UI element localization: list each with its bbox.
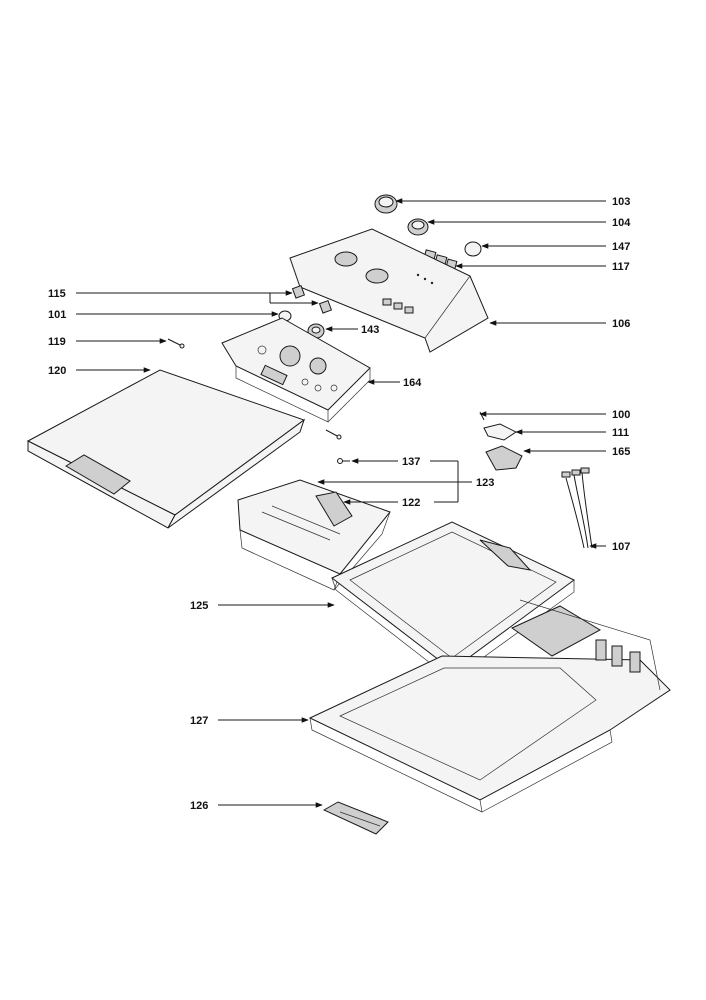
label-165: 165	[612, 446, 630, 458]
label-126: 126	[190, 800, 208, 812]
part-107-wire-harness	[561, 467, 593, 549]
part-119-pin-2	[325, 429, 342, 440]
label-164: 164	[403, 377, 422, 389]
label-104: 104	[612, 217, 631, 229]
part-106-control-panel	[289, 228, 489, 353]
part-126-drawer	[322, 801, 389, 835]
label-107: 107	[612, 541, 630, 553]
part-122-dispenser-housing	[237, 479, 391, 591]
part-147-cap	[464, 241, 482, 257]
part-127-top-frame	[308, 599, 671, 813]
label-106: 106	[612, 318, 630, 330]
label-147: 147	[612, 241, 630, 253]
label-111: 111	[612, 427, 629, 439]
label-100: 100	[612, 409, 630, 421]
part-100-screw	[479, 411, 485, 421]
label-117: 117	[612, 261, 630, 273]
part-119-pin	[167, 338, 185, 349]
label-101: 101	[48, 309, 66, 321]
part-164-control-board	[221, 317, 371, 423]
label-125: 125	[190, 600, 208, 612]
part-137-screw	[337, 458, 350, 464]
part-115-clips	[291, 284, 333, 314]
label-123: 123	[476, 477, 494, 489]
part-165	[485, 445, 523, 471]
label-122: 122	[402, 497, 420, 509]
label-137: 137	[402, 456, 420, 468]
part-104-knob	[407, 218, 429, 236]
label-120: 120	[48, 365, 66, 377]
label-119: 119	[48, 336, 66, 348]
label-103: 103	[612, 196, 630, 208]
part-120-lid	[26, 369, 306, 529]
part-125-tub-ring	[331, 521, 575, 681]
part-111	[483, 423, 517, 441]
part-103-knob	[374, 194, 398, 214]
part-labels: 103 104 147 117 115 101 143 106 119 120 …	[48, 196, 631, 812]
label-143: 143	[361, 324, 379, 336]
label-115: 115	[48, 288, 66, 300]
label-127: 127	[190, 715, 208, 727]
leader-lines	[76, 198, 606, 808]
